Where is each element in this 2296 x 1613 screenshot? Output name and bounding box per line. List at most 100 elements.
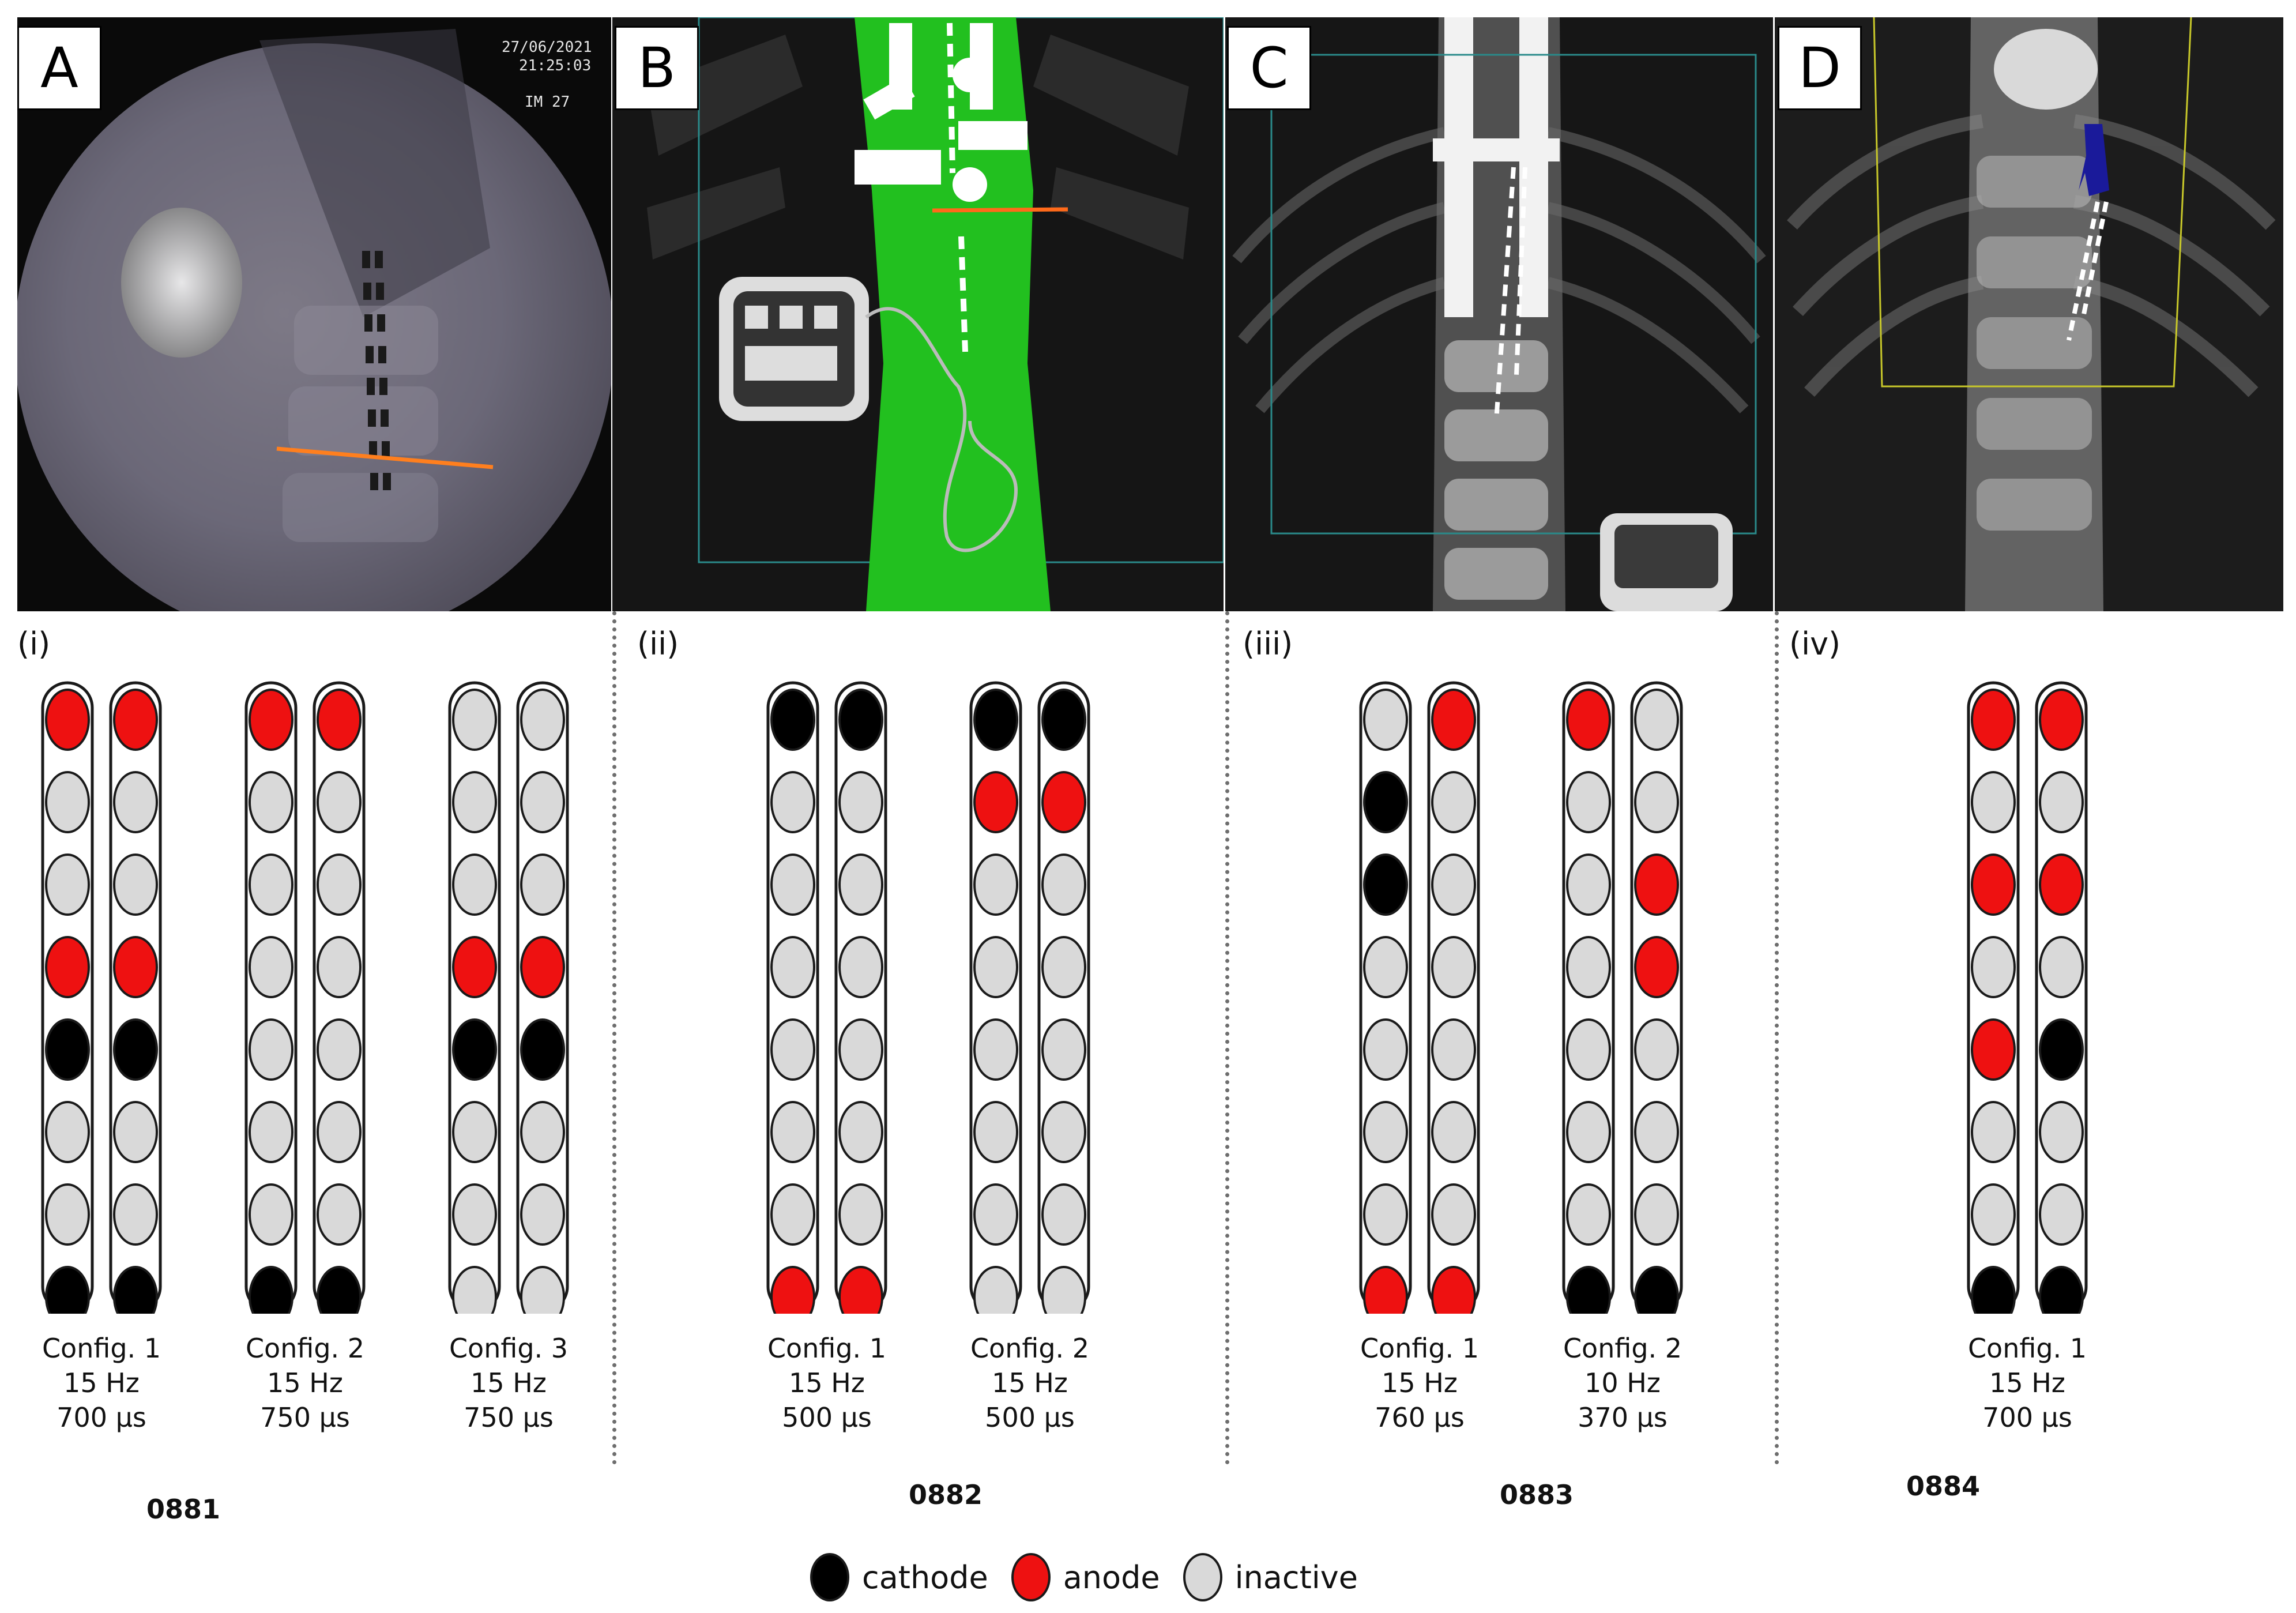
electrode-contact-inactive: [452, 689, 497, 751]
electrode-contact-cathode: [973, 689, 1018, 751]
panel-numeral-iii: (iii): [1243, 626, 1293, 662]
electrode-contact-anode: [45, 936, 90, 998]
electrode-contact-anode: [113, 689, 158, 751]
electrode-contact-anode: [520, 936, 565, 998]
electrode-contact-inactive: [1634, 689, 1679, 751]
electrode-contact-inactive: [838, 1018, 883, 1081]
electrode-contact-anode: [1431, 1266, 1476, 1314]
electrode-contact-inactive: [1041, 854, 1086, 916]
electrode-contact-inactive: [520, 1101, 565, 1163]
electrode-contact-inactive: [317, 854, 362, 916]
config-pulse-width: 500 µs: [782, 1402, 872, 1433]
electrode-contact-cathode: [317, 1266, 362, 1314]
panel-letter-d: D: [1778, 26, 1862, 110]
electrode-contact-inactive: [1363, 1018, 1408, 1081]
electrode-contact-anode: [1971, 854, 2016, 916]
electrode-contact-inactive: [838, 1101, 883, 1163]
electrode-lead: [2034, 680, 2088, 1314]
electrode-contact-inactive: [249, 1101, 293, 1163]
config-label: Config. 2: [1563, 1333, 1683, 1364]
electrode-contact-inactive: [452, 854, 497, 916]
electrode-contact-inactive: [45, 771, 90, 833]
electrode-contact-inactive: [317, 1183, 362, 1246]
electrode-contact-cathode: [1566, 1266, 1611, 1314]
electrode-contact-inactive: [1971, 1183, 2016, 1246]
electrode-contact-cathode: [452, 1018, 497, 1081]
electrode-contact-anode: [113, 936, 158, 998]
electrode-contact-inactive: [838, 854, 883, 916]
xray-image: [1225, 17, 1773, 611]
electrode-lead: [766, 680, 820, 1314]
legend-label: cathode: [862, 1559, 988, 1596]
electrode-contact-anode: [2039, 689, 2084, 751]
config-frequency: 10 Hz: [1584, 1367, 1661, 1398]
electrode-contact-cathode: [770, 689, 815, 751]
config-label: Config. 1: [1360, 1333, 1480, 1364]
electrode-contact-anode: [317, 689, 362, 751]
electrode-contact-cathode: [1971, 1266, 2016, 1314]
electrode-lead: [834, 680, 888, 1314]
electrode-lead: [244, 680, 298, 1314]
electrode-contact-inactive: [1634, 1183, 1679, 1246]
electrode-contact-anode: [770, 1266, 815, 1314]
config-pulse-width: 700 µs: [1982, 1402, 2072, 1433]
patient-id: 0883: [1499, 1479, 1574, 1510]
electrode-contact-inactive: [113, 1101, 158, 1163]
config-label: Config. 1: [767, 1333, 887, 1364]
legend-item-cathode: cathode: [810, 1553, 988, 1601]
electrode-contact-anode: [1566, 689, 1611, 751]
electrode-contact-inactive: [770, 1183, 815, 1246]
electrode-contact-inactive: [770, 854, 815, 916]
electrode-contact-anode: [452, 936, 497, 998]
electrode-lead: [312, 680, 366, 1314]
panel-letter-a: A: [17, 26, 101, 110]
panel-numeral-iv: (iv): [1789, 626, 1841, 662]
xray-green-overlay-image: [612, 17, 1224, 611]
electrode-contact-inactive: [113, 771, 158, 833]
config-frequency: 15 Hz: [471, 1367, 547, 1398]
electrode-lead: [969, 680, 1023, 1314]
electrode-contact-inactive: [770, 771, 815, 833]
legend: cathode anode inactive: [810, 1548, 1381, 1606]
electrode-contact-inactive: [317, 771, 362, 833]
electrode-contact-inactive: [1566, 1018, 1611, 1081]
config-label: Config. 2: [245, 1333, 365, 1364]
electrode-contact-inactive: [1431, 771, 1476, 833]
electrode-contact-anode: [2039, 854, 2084, 916]
electrode-contact-cathode: [2039, 1266, 2084, 1314]
electrode-contact-inactive: [2039, 936, 2084, 998]
electrode-contact-inactive: [520, 1183, 565, 1246]
electrode-contact-inactive: [1431, 1101, 1476, 1163]
anode-dot-icon: [1011, 1553, 1051, 1601]
panel-letter-b: B: [615, 26, 699, 110]
electrode-contact-inactive: [1431, 936, 1476, 998]
panel-b-image: [612, 17, 1224, 611]
electrode-contact-inactive: [249, 936, 293, 998]
electrode-contact-inactive: [520, 771, 565, 833]
electrode-contact-anode: [1971, 1018, 2016, 1081]
panel-c-image: [1225, 17, 1773, 611]
electrode-contact-anode: [1971, 689, 2016, 751]
electrode-contact-inactive: [249, 854, 293, 916]
panel-divider: [1225, 611, 1229, 1465]
electrode-contact-cathode: [113, 1266, 158, 1314]
electrode-contact-anode: [45, 689, 90, 751]
electrode-contact-inactive: [1041, 1018, 1086, 1081]
electrode-contact-inactive: [249, 1018, 293, 1081]
inactive-dot-icon: [1183, 1553, 1222, 1601]
electrode-contact-cathode: [45, 1018, 90, 1081]
electrode-contact-inactive: [1363, 1183, 1408, 1246]
electrode-contact-inactive: [45, 854, 90, 916]
config-label: Config. 1: [42, 1333, 161, 1364]
config-pulse-width: 750 µs: [464, 1402, 554, 1433]
electrode-contact-anode: [1041, 771, 1086, 833]
config-pulse-width: 700 µs: [57, 1402, 146, 1433]
patient-id: 0884: [1906, 1471, 1981, 1502]
electrode-contact-inactive: [770, 1101, 815, 1163]
